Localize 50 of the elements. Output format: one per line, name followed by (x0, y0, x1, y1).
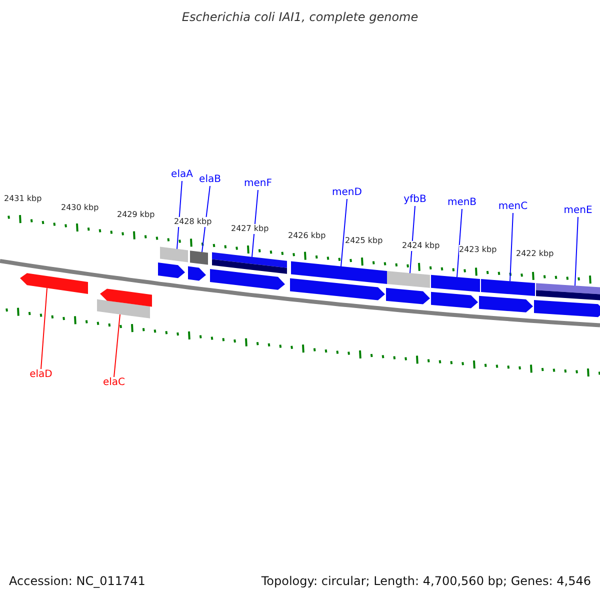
gene-block (536, 290, 600, 300)
gene-block (291, 261, 387, 284)
leader-line (574, 216, 578, 286)
gene-block (190, 250, 208, 265)
scale-label: 2428 kbp (174, 217, 212, 227)
scale-label: 2427 kbp (231, 224, 269, 234)
gene-label: menB (447, 197, 477, 209)
gene-label: menE (564, 205, 592, 217)
gene-label: menF (244, 178, 272, 190)
gene-label: elaA (171, 169, 193, 181)
scale-label: 2424 kbp (402, 241, 440, 251)
leader-line (40, 288, 48, 370)
gene-label: yfbB (404, 194, 426, 206)
gene-label: menC (498, 201, 528, 213)
gene-label: elaD (30, 369, 52, 381)
gene-block (387, 271, 430, 288)
gene-block (97, 299, 150, 318)
gene-feature (188, 266, 206, 281)
leader-line (510, 212, 514, 282)
scale-label: 2431 kbp (4, 194, 42, 204)
scale-label: 2426 kbp (288, 231, 326, 241)
gene-block (536, 283, 600, 294)
leader-line (456, 208, 462, 278)
leader-line (202, 186, 210, 253)
gene-feature (479, 296, 533, 312)
gene-block (212, 259, 287, 274)
leader-line (114, 314, 120, 378)
genome-summary: Topology: circular; Length: 4,700,560 bp; Genes: 4,546 (261, 574, 591, 588)
title: Escherichia coli IAI1, complete genome (182, 10, 418, 24)
gene-block (481, 279, 535, 296)
gene-feature (20, 273, 88, 294)
leader-line (340, 198, 348, 268)
gene-feature (158, 262, 185, 278)
accession-note: Accession: NC_011741 (9, 574, 146, 588)
gene-label: elaB (199, 174, 221, 186)
scale-label: 2423 kbp (459, 245, 497, 255)
scale-label: 2429 kbp (117, 210, 155, 220)
scale-label: 2422 kbp (516, 249, 554, 259)
scale-label: 2425 kbp (345, 236, 383, 246)
gene-feature (431, 292, 478, 308)
scale-label: 2430 kbp (61, 203, 99, 213)
gene-feature (386, 288, 430, 304)
gene-label: menD (332, 187, 362, 199)
gene-block (431, 274, 480, 292)
gene-block (212, 252, 287, 268)
gene-block (160, 246, 188, 262)
gene-label: elaC (102, 377, 126, 389)
gene-feature (534, 300, 600, 318)
gene-feature (210, 269, 285, 290)
gene-feature (100, 288, 152, 307)
